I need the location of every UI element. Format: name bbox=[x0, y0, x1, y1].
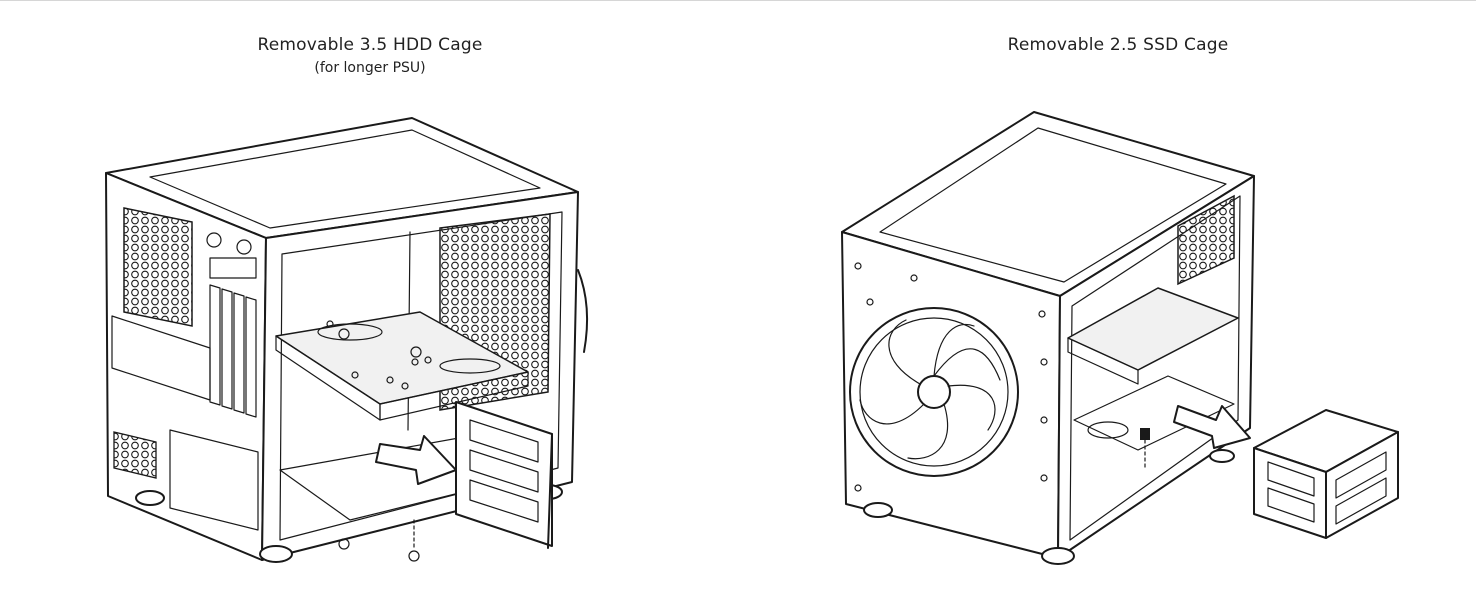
removal-arrow bbox=[1173, 405, 1251, 449]
rear-fan-vent bbox=[123, 207, 193, 327]
front-screw-holes bbox=[854, 262, 1048, 492]
ssd-cage-figure: Removable 2.5 SSD Cage bbox=[738, 0, 1476, 600]
ssd-cage-caption: Removable 2.5 SSD Cage bbox=[918, 34, 1318, 56]
hdd-cage-caption: Removable 3.5 HDD Cage (for longer PSU) bbox=[170, 34, 570, 78]
hdd-case-illustration bbox=[105, 117, 589, 563]
screws bbox=[326, 320, 432, 390]
case-feet bbox=[863, 449, 1235, 565]
removal-arrow bbox=[375, 435, 457, 485]
ssd-cage-title: Removable 2.5 SSD Cage bbox=[1007, 35, 1229, 55]
hdd-cage-subtitle: (for longer PSU) bbox=[314, 60, 426, 76]
front-fan bbox=[849, 307, 1019, 477]
rear-mesh-vent bbox=[1177, 194, 1235, 286]
hdd-cage bbox=[455, 401, 553, 549]
thumb-screw bbox=[1140, 428, 1150, 471]
ssd-cage bbox=[1253, 409, 1399, 539]
ssd-case-illustration bbox=[841, 111, 1399, 565]
hdd-cage-title: Removable 3.5 HDD Cage bbox=[257, 35, 483, 55]
hdd-cage-figure: Removable 3.5 HDD Cage (for longer PSU) bbox=[105, 34, 589, 563]
